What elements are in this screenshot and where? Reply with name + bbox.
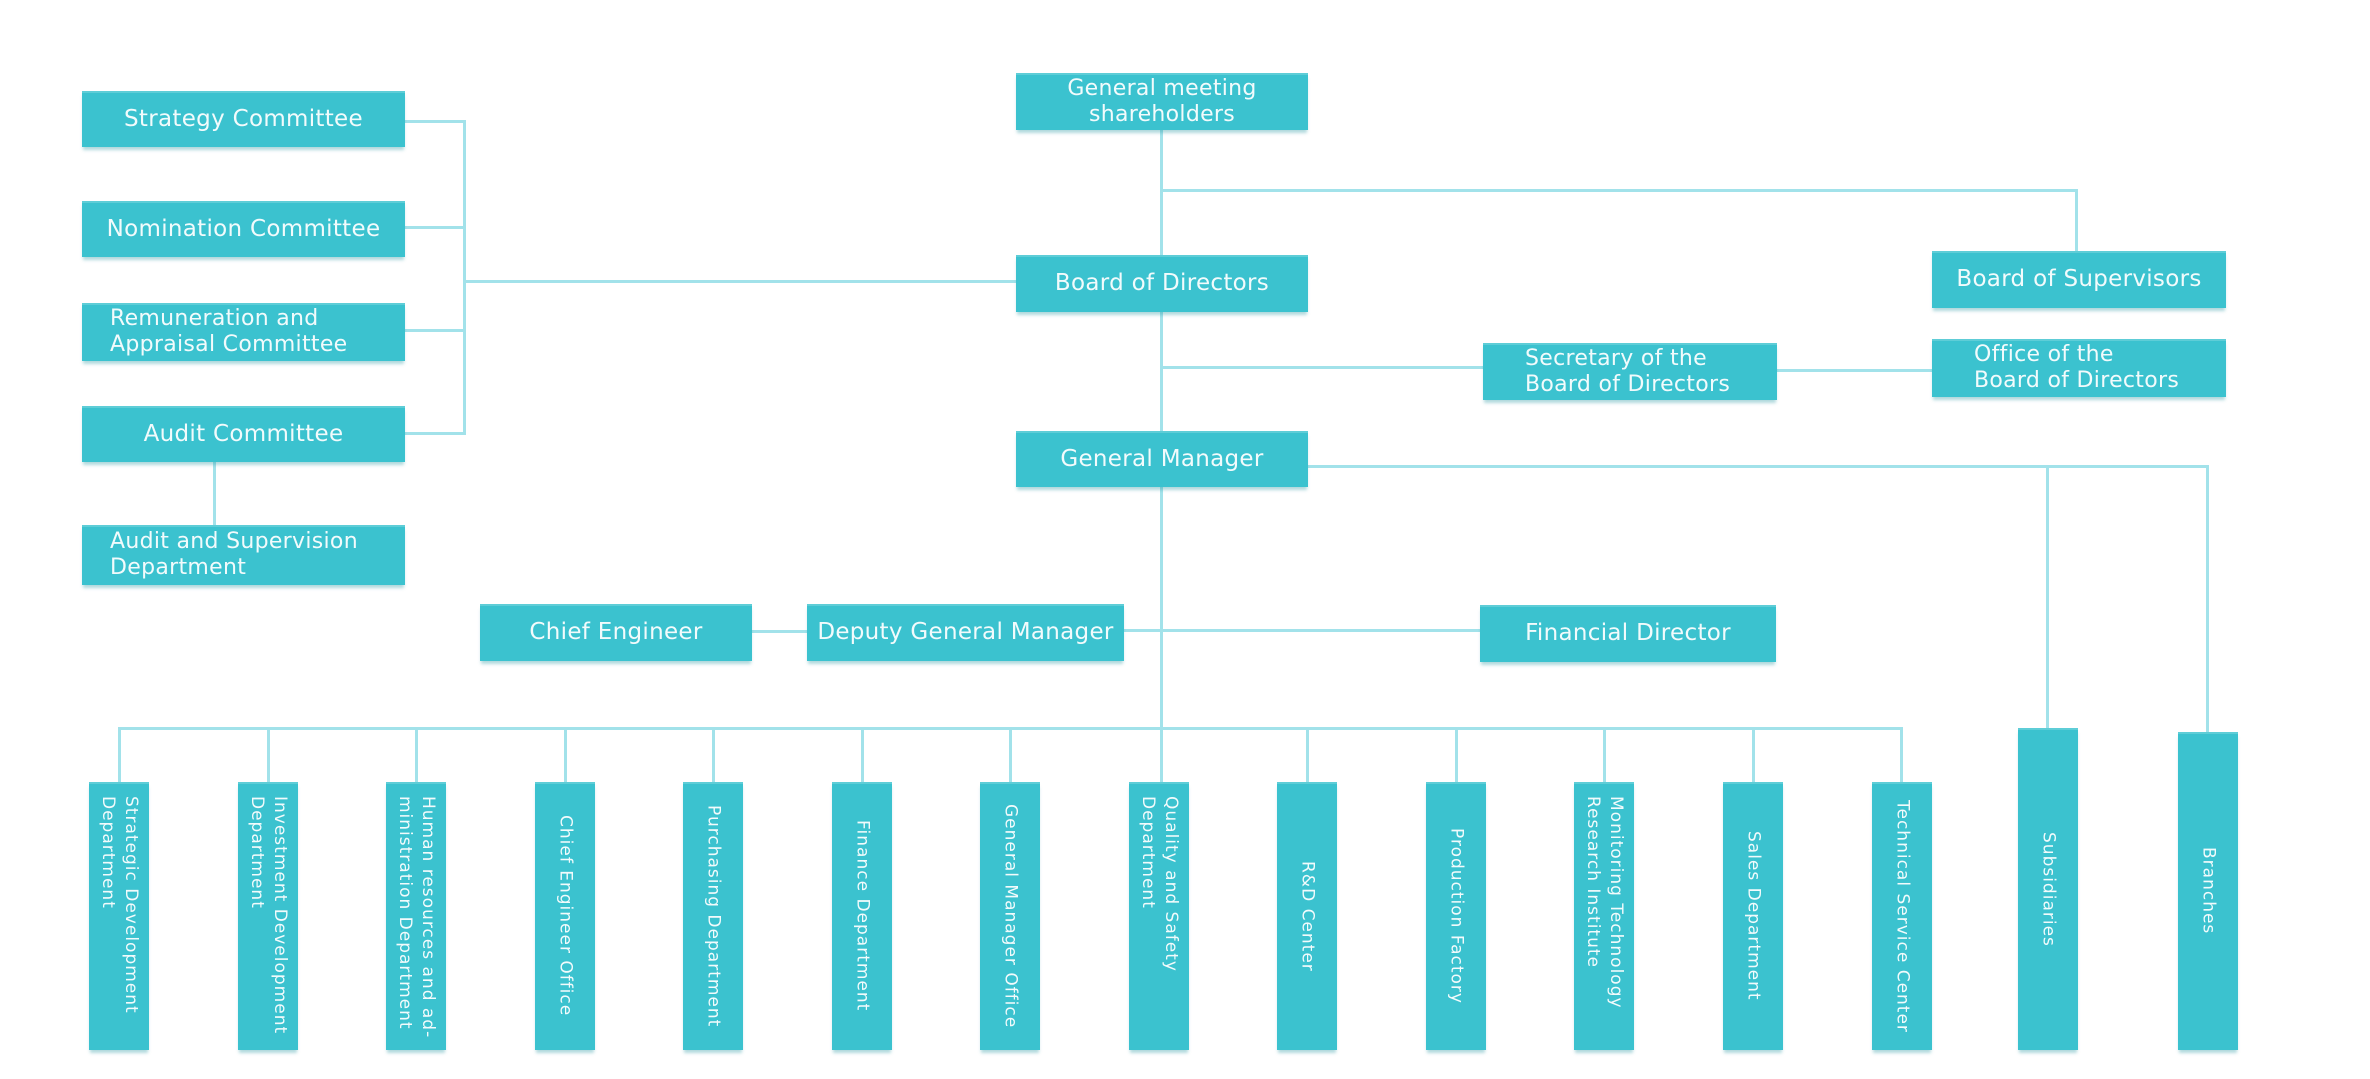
node-label: Remuneration and Appraisal Committee (110, 306, 348, 357)
node-label: Branches (2198, 847, 2219, 935)
connector-deputy-to-financial-director (1124, 629, 1480, 632)
node-label: Technical Service Center (1892, 799, 1913, 1033)
connector-department-stub (415, 727, 418, 782)
node-label: Board of Directors (1054, 270, 1270, 296)
connector-department-stub (1160, 727, 1163, 782)
node-general-meeting-shareholders: General meeting shareholders (1016, 73, 1308, 130)
node-general-manager-office: General Manager Office (980, 782, 1040, 1050)
node-label: Nomination Committee (106, 215, 381, 242)
connector-department-stub (1900, 727, 1903, 782)
node-monitoring-technology-research-institute: Monitoring Technology Research Institute (1574, 782, 1634, 1050)
connector-audit-to-supervision (213, 462, 216, 525)
node-label: Deputy General Manager (817, 619, 1114, 645)
node-label: Strategic Development Department (98, 796, 141, 1014)
node-label: Human resources and ad- ministration Dep… (395, 796, 438, 1039)
node-label: Investment Development Department (247, 796, 290, 1035)
node-chief-engineer-office: Chief Engineer Office (535, 782, 595, 1050)
node-investment-development-department: Investment Development Department (238, 782, 298, 1050)
node-label: Monitoring Technology Research Institute (1583, 796, 1626, 1009)
connector-branches-vertical (2206, 465, 2209, 732)
connector-manager-right-branch (1308, 465, 2209, 468)
connector-bus-to-board-of-directors (463, 280, 1016, 283)
node-technical-service-center: Technical Service Center (1872, 782, 1932, 1050)
node-deputy-general-manager: Deputy General Manager (807, 604, 1124, 661)
node-label: R&D Center (1297, 860, 1318, 972)
connector-department-stub (1752, 727, 1755, 782)
node-label: Office of the Board of Directors (1974, 342, 2180, 393)
connector-department-stub (1009, 727, 1012, 782)
connector-audit-committee (405, 432, 466, 435)
node-label: Purchasing Department (703, 804, 724, 1028)
node-purchasing-department: Purchasing Department (683, 782, 743, 1050)
node-label: Chief Engineer (529, 619, 703, 645)
connector-strategy-committee (405, 120, 466, 123)
node-audit-supervision-department: Audit and Supervision Department (82, 525, 405, 585)
connector-department-stub (861, 727, 864, 782)
node-nomination-committee: Nomination Committee (82, 201, 405, 257)
node-label: Production Factory (1446, 828, 1467, 1004)
connector-committee-bus (463, 120, 466, 435)
node-production-factory: Production Factory (1426, 782, 1486, 1050)
node-chief-engineer: Chief Engineer (480, 604, 752, 661)
node-financial-director: Financial Director (1480, 605, 1776, 662)
node-label: General meeting shareholders (1067, 75, 1257, 127)
node-label: Strategy Committee (124, 105, 363, 132)
node-secretary-of-the-board: Secretary of the Board of Directors (1483, 343, 1777, 400)
node-label: Sales Department (1743, 831, 1764, 1001)
connector-nomination-committee (405, 226, 466, 229)
connector-department-stub (1306, 727, 1309, 782)
connector-directors-to-manager (1160, 312, 1163, 431)
node-quality-safety-department: Quality and Safety Department (1129, 782, 1189, 1050)
connector-subsidiaries-vertical (2046, 465, 2049, 728)
node-audit-committee: Audit Committee (82, 406, 405, 462)
node-board-of-supervisors: Board of Supervisors (1932, 251, 2226, 308)
node-label: Quality and Safety Department (1138, 796, 1181, 972)
connector-department-stub (267, 727, 270, 782)
connector-department-stub (712, 727, 715, 782)
node-human-resources-administration-department: Human resources and ad- ministration Dep… (386, 782, 446, 1050)
connector-shareholders-to-directors (1160, 130, 1163, 256)
node-sales-department: Sales Department (1723, 782, 1783, 1050)
node-label: Chief Engineer Office (555, 815, 576, 1017)
node-rd-center: R&D Center (1277, 782, 1337, 1050)
connector-secretary-to-office (1777, 369, 1932, 372)
connector-department-stub (118, 727, 121, 782)
node-subsidiaries: Subsidiaries (2018, 728, 2078, 1050)
connector-remuneration-committee (405, 329, 466, 332)
node-finance-department: Finance Department (832, 782, 892, 1050)
connector-secretary-branch (1160, 366, 1483, 369)
connector-department-stub (1455, 727, 1458, 782)
node-office-of-the-board: Office of the Board of Directors (1932, 339, 2226, 397)
connector-chief-engineer-to-deputy (752, 630, 807, 633)
connector-supervisors-horizontal (1160, 189, 2078, 192)
node-label: Subsidiaries (2038, 831, 2059, 947)
node-branches: Branches (2178, 732, 2238, 1050)
node-label: General Manager (1060, 445, 1264, 472)
connector-supervisors-vertical (2075, 189, 2078, 251)
node-label: Finance Department (852, 820, 873, 1012)
node-strategy-committee: Strategy Committee (82, 91, 405, 147)
node-board-of-directors: Board of Directors (1016, 255, 1308, 312)
connector-department-stub (564, 727, 567, 782)
node-remuneration-appraisal-committee: Remuneration and Appraisal Committee (82, 303, 405, 361)
node-label: General Manager Office (1000, 803, 1021, 1029)
connector-manager-to-department-bus (1160, 487, 1163, 730)
node-label: Secretary of the Board of Directors (1525, 345, 1731, 397)
node-general-manager: General Manager (1016, 431, 1308, 487)
node-label: Board of Supervisors (1956, 266, 2202, 292)
node-label: Audit Committee (143, 420, 344, 447)
connector-department-stub (1603, 727, 1606, 782)
node-label: Financial Director (1525, 620, 1731, 646)
node-strategic-development-department: Strategic Development Department (89, 782, 149, 1050)
node-label: Audit and Supervision Department (110, 529, 358, 580)
